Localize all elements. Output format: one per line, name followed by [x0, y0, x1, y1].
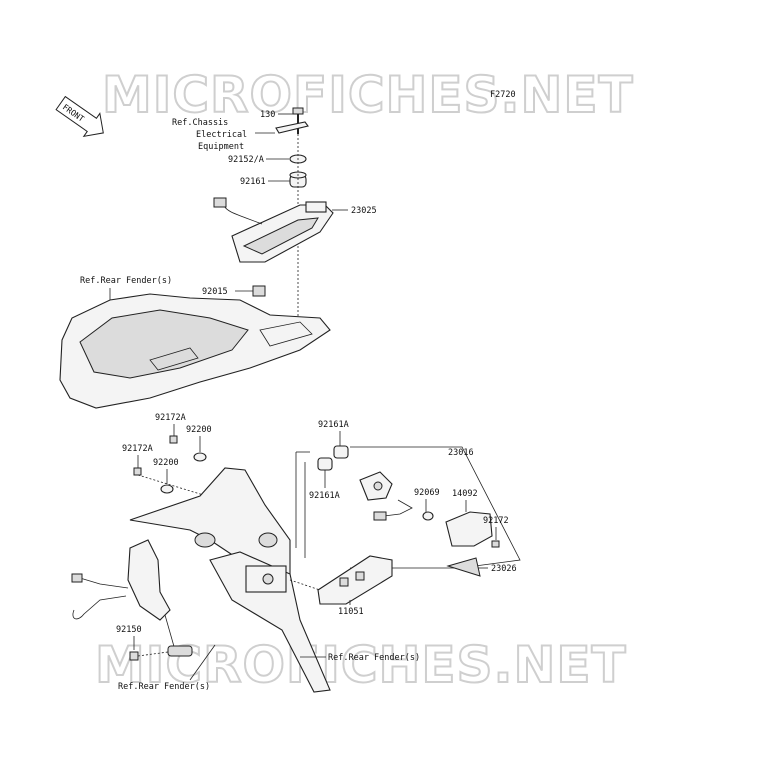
- lens-cover-14092: [445, 511, 493, 547]
- screw-92172: [491, 540, 500, 548]
- chassis-bracket: [275, 121, 309, 134]
- ref-chassis-line1: Ref.Chassis: [172, 118, 228, 128]
- label-92172A-1: 92172A: [155, 413, 186, 423]
- label-92161A-1: 92161A: [318, 420, 349, 430]
- label-23025: 23025: [351, 206, 377, 216]
- nut-92015: [252, 285, 266, 297]
- license-light-housing-11051: [317, 555, 393, 605]
- tail-light-23025: [213, 197, 334, 263]
- label-92161: 92161: [240, 177, 266, 187]
- label-23016: 23016: [448, 448, 474, 458]
- label-92069: 92069: [414, 488, 440, 498]
- pad-23026: [446, 557, 481, 577]
- label-92161A-2: 92161A: [309, 491, 340, 501]
- reflector-bracket: [71, 539, 193, 657]
- label-14092: 14092: [452, 489, 478, 499]
- rear-fender-upper: [59, 293, 331, 409]
- bulb-92069: [422, 511, 434, 521]
- watermark-bottom: MICROFICHES.NET: [95, 636, 627, 694]
- screw-92172A-2: [133, 467, 142, 476]
- label-92152A: 92152/A: [228, 155, 264, 165]
- washer-92200-2: [160, 484, 174, 494]
- label-130: 130: [260, 110, 275, 120]
- figure-code: F2720: [490, 90, 516, 100]
- ref-chassis-line2: Electrical: [196, 130, 247, 140]
- ref-rear-fender-top: Ref.Rear Fender(s): [80, 276, 172, 286]
- grommet-92161A-1: [333, 445, 349, 459]
- label-11051: 11051: [338, 607, 364, 617]
- label-92200-2: 92200: [153, 458, 179, 468]
- label-23026: 23026: [491, 564, 517, 574]
- license-light-socket: [359, 471, 393, 501]
- screw-92150: [129, 651, 139, 661]
- grommet-92161A-2: [317, 457, 333, 471]
- label-92015: 92015: [202, 287, 228, 297]
- ref-rear-fender-bottom: Ref.Rear Fender(s): [118, 682, 210, 692]
- label-92172: 92172: [483, 516, 509, 526]
- screw-92172A-1: [169, 435, 178, 444]
- label-92150: 92150: [116, 625, 142, 635]
- watermark-top: MICROFICHES.NET: [102, 66, 634, 124]
- ref-chassis-line3: Equipment: [198, 142, 244, 152]
- label-92172A-2: 92172A: [122, 444, 153, 454]
- socket-wire: [373, 499, 413, 521]
- ref-rear-fender-right: Ref.Rear Fender(s): [328, 653, 420, 663]
- label-92200-1: 92200: [186, 425, 212, 435]
- washer-92200-1: [193, 452, 207, 462]
